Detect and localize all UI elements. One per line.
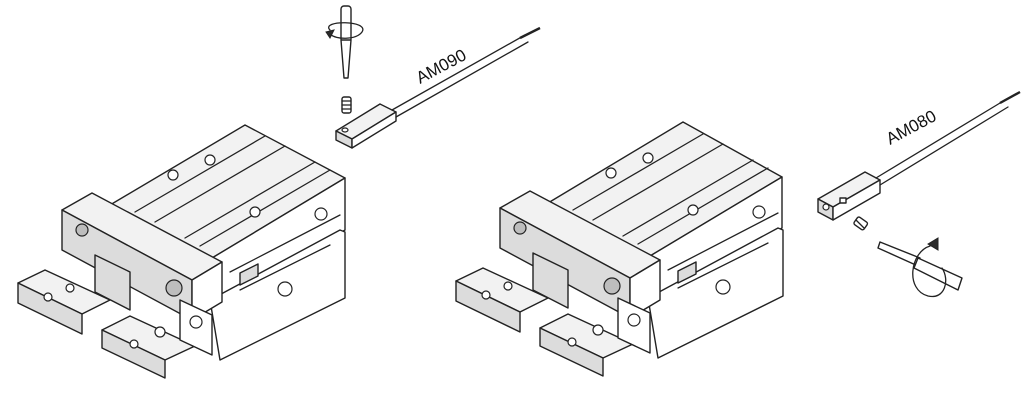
right-sensor-assembly: AM080 [817, 90, 1021, 298]
screwdriver-icon [877, 241, 963, 291]
rotation-arrow-icon [325, 22, 364, 39]
set-screw-icon [341, 96, 352, 114]
right-gripper [455, 121, 784, 377]
magnetic-sensor-icon [817, 171, 881, 221]
sensor-cable [875, 90, 1021, 186]
sensor-label-am080: AM080 [883, 106, 939, 148]
left-sensor-assembly: AM090 [325, 5, 541, 149]
magnetic-sensor-icon [335, 103, 397, 149]
rotation-arrow-icon [912, 237, 947, 298]
set-screw-icon [853, 216, 869, 231]
left-gripper [17, 124, 346, 379]
sensor-cable [391, 26, 541, 118]
sensor-label-am090: AM090 [413, 45, 469, 87]
screwdriver-icon [340, 5, 352, 79]
